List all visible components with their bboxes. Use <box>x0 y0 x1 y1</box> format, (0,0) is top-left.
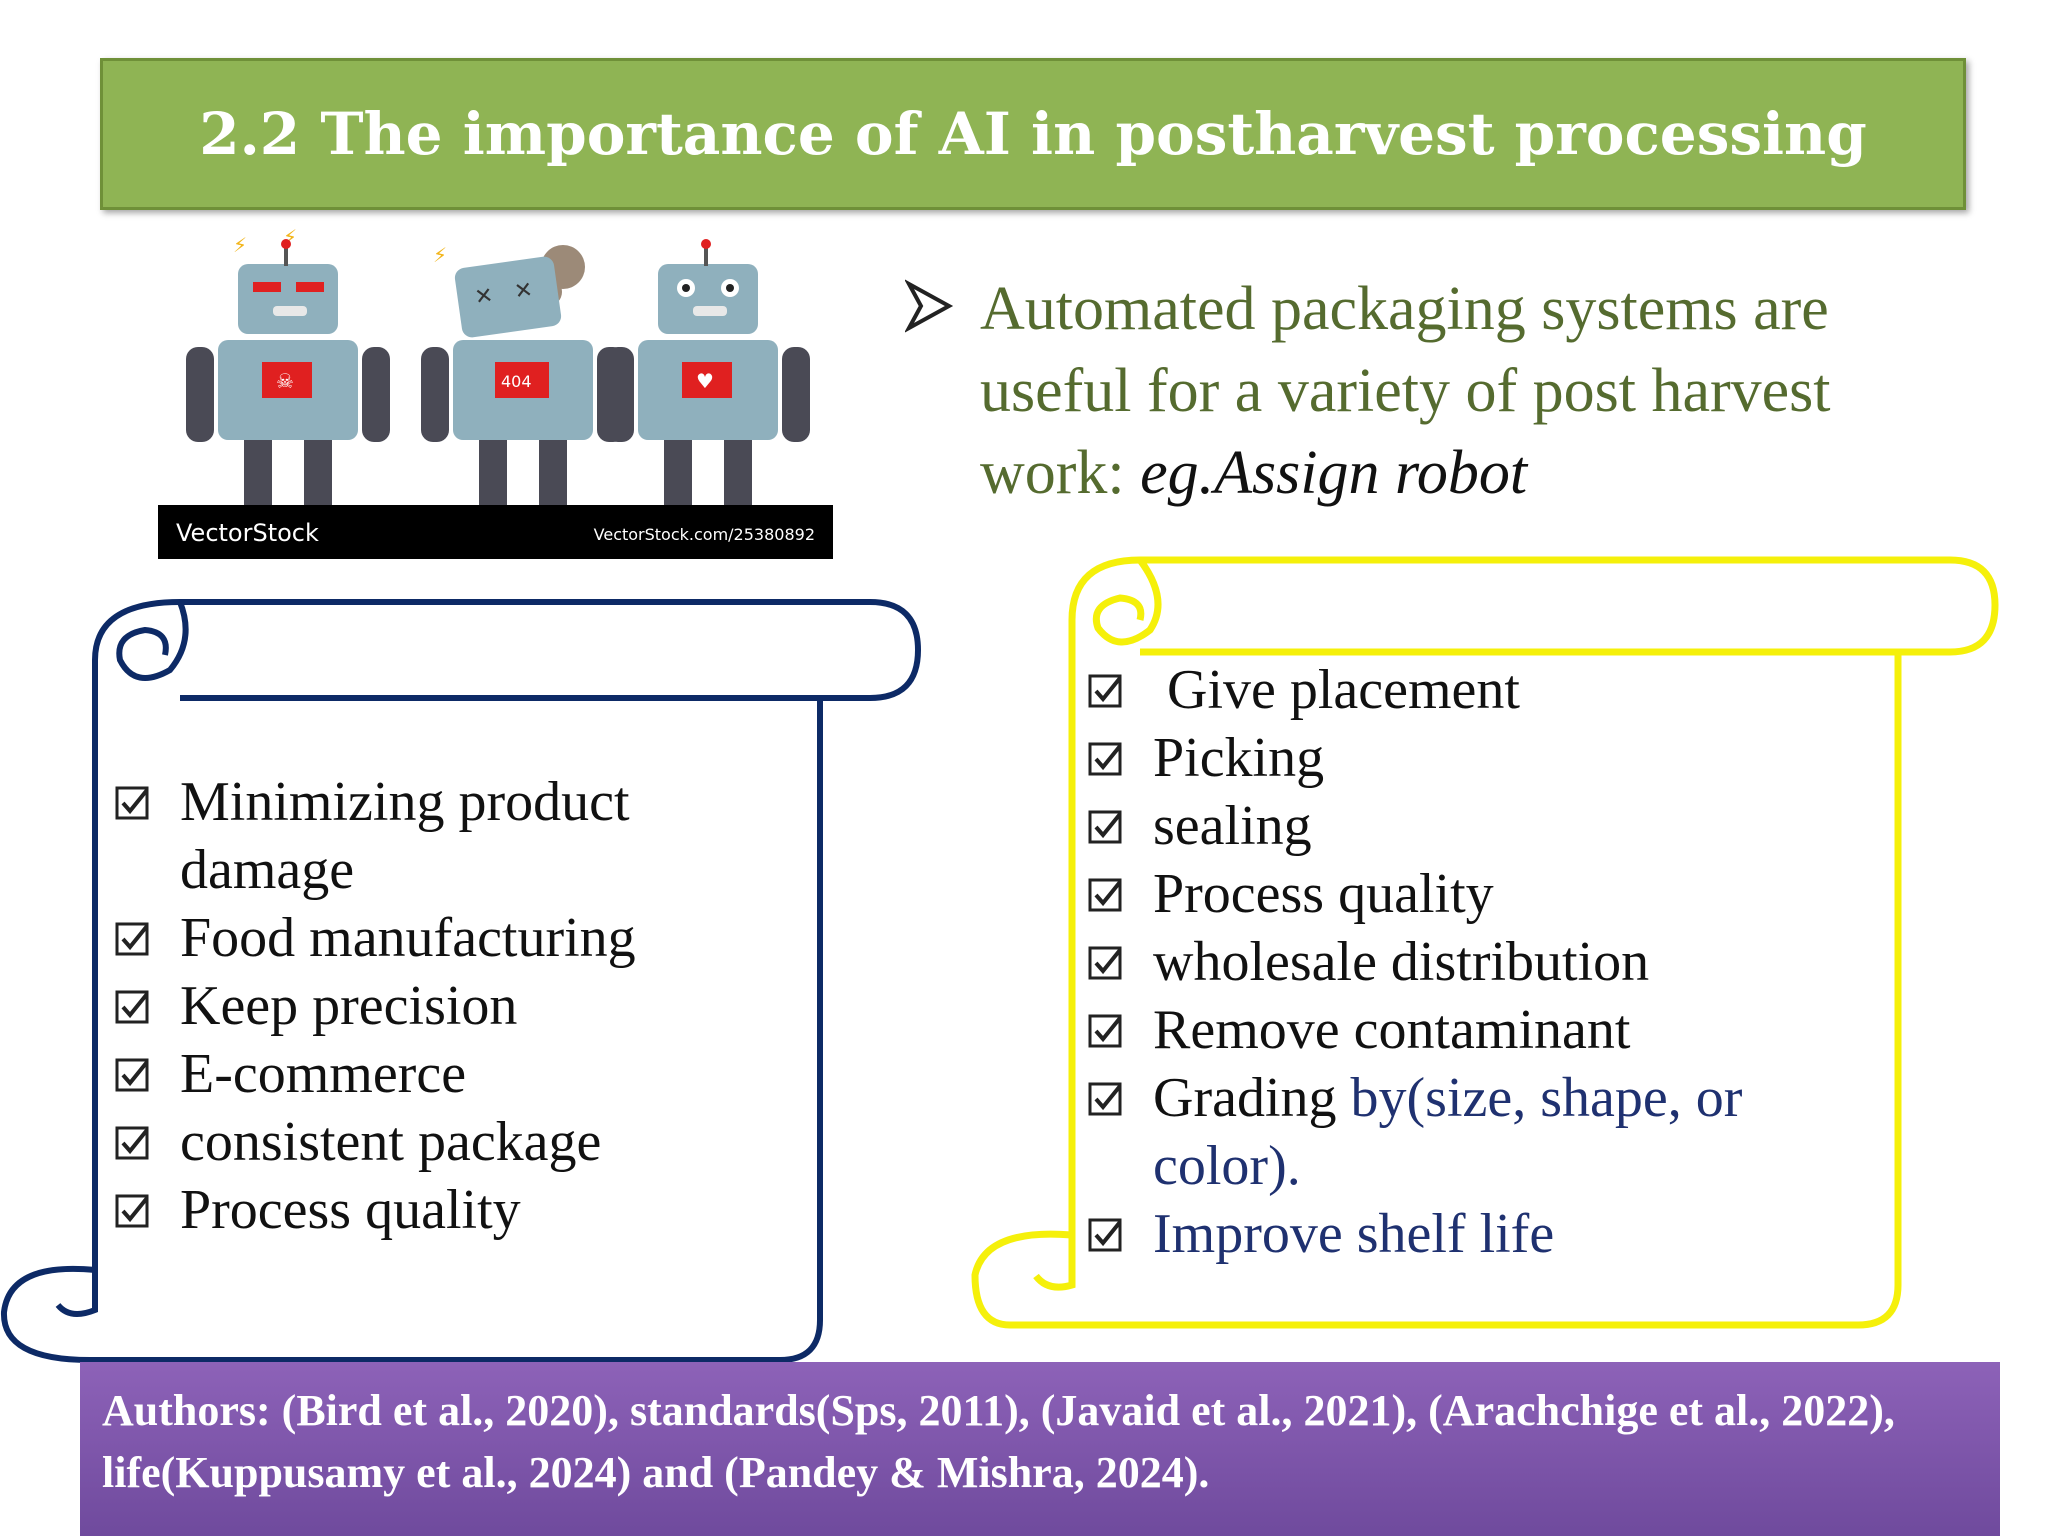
intro-emphasis: eg.Assign robot <box>1140 439 1528 507</box>
svg-text:⚡: ⚡ <box>233 233 247 257</box>
credit-left: VectorStock <box>176 519 319 547</box>
list-item: Improve shelf life <box>1088 1200 1888 1268</box>
list-item: E-commerce <box>115 1040 815 1108</box>
list-item: wholesale distribution <box>1088 928 1888 996</box>
checkbox-checked-icon <box>1088 742 1122 776</box>
list-item: Process quality <box>1088 860 1888 928</box>
list-item: Minimizing product damage <box>115 768 815 904</box>
left-checklist: Minimizing product damage Food manufactu… <box>115 768 815 1244</box>
arrow-bullet-icon <box>905 279 954 333</box>
robot-happy: ♥ <box>606 239 810 529</box>
list-item: Remove contaminant <box>1088 996 1888 1064</box>
list-item: sealing <box>1088 792 1888 860</box>
list-item: consistent package <box>115 1108 815 1176</box>
right-scroll-shape <box>971 556 1999 1329</box>
svg-text:♥: ♥ <box>696 369 714 393</box>
checkbox-checked-icon <box>115 990 149 1024</box>
checkbox-checked-icon <box>115 786 149 820</box>
svg-text:⚡: ⚡ <box>433 243 447 267</box>
image-credit-bar: VectorStock VectorStock.com/25380892 <box>158 505 833 559</box>
checkbox-checked-icon <box>1088 1082 1122 1116</box>
checkbox-checked-icon <box>115 1194 149 1228</box>
authors-text: Authors: (Bird et al., 2020), standards(… <box>102 1386 1895 1497</box>
right-checklist: Give placement Picking sealing Process q… <box>1088 656 1888 1268</box>
checkbox-checked-icon <box>1088 674 1122 708</box>
svg-text:☠: ☠ <box>276 369 294 393</box>
title-bar: 2.2 The importance of AI in postharvest … <box>100 58 1966 210</box>
svg-text:404: 404 <box>501 372 532 391</box>
checkbox-checked-icon <box>115 922 149 956</box>
list-item: Grading by(size, shape, or color). <box>1088 1064 1888 1200</box>
checkbox-checked-icon <box>1088 810 1122 844</box>
credit-right: VectorStock.com/25380892 <box>593 525 815 544</box>
svg-text:✕: ✕ <box>513 278 535 305</box>
checkbox-checked-icon <box>1088 1218 1122 1252</box>
list-item: Food manufacturing <box>115 904 815 972</box>
intro-bullet: Automated packaging systems are useful f… <box>905 268 1955 514</box>
checkbox-checked-icon <box>115 1058 149 1092</box>
checkbox-checked-icon <box>1088 1014 1122 1048</box>
list-item: Process quality <box>115 1176 815 1244</box>
robots-illustration: ⚡ ⚡ ☠ ⚡ ✕ ✕ 404 <box>158 222 833 559</box>
checkbox-checked-icon <box>115 1126 149 1160</box>
checkbox-checked-icon <box>1088 878 1122 912</box>
authors-citation-bar: Authors: (Bird et al., 2020), standards(… <box>80 1362 2000 1536</box>
list-item: Give placement <box>1088 656 1888 724</box>
list-item: Keep precision <box>115 972 815 1040</box>
list-item: Picking <box>1088 724 1888 792</box>
slide-title: 2.2 The importance of AI in postharvest … <box>199 100 1867 168</box>
checkbox-checked-icon <box>1088 946 1122 980</box>
intro-text: Automated packaging systems are useful f… <box>980 275 1831 507</box>
svg-text:✕: ✕ <box>473 283 495 310</box>
left-scroll-shape <box>0 599 922 1363</box>
